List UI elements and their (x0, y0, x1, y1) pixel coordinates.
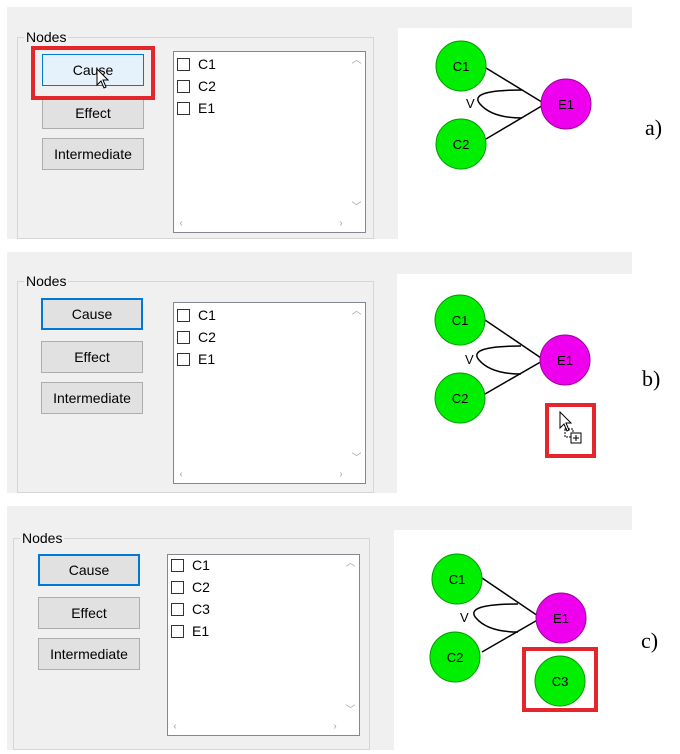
checkbox[interactable] (177, 352, 190, 366)
scroll-up-icon[interactable]: ︿ (351, 306, 362, 317)
checkbox[interactable] (171, 580, 184, 594)
scroll-up-icon[interactable]: ︿ (345, 558, 356, 569)
checkbox[interactable] (177, 308, 190, 322)
panel-caption: c) (641, 628, 659, 653)
scroll-down-icon[interactable]: ﹀ (345, 705, 356, 716)
list-item[interactable]: E1 (177, 98, 215, 118)
cause-button[interactable]: Cause (38, 554, 140, 586)
effect-button[interactable]: Effect (38, 597, 140, 629)
group-title: Nodes (24, 29, 69, 45)
graph-diagram: V C1 C2 E1 C3 (429, 553, 587, 707)
node-c3-label: C3 (552, 674, 569, 689)
node-c2-label: C2 (447, 650, 464, 665)
node-c3[interactable] (534, 655, 586, 707)
list-item[interactable]: C1 (177, 54, 216, 74)
horizontal-scrollbar[interactable]: ‹ › (174, 466, 348, 483)
node-c2[interactable] (429, 631, 481, 683)
list-item[interactable]: C3 (171, 599, 210, 619)
checkbox[interactable] (171, 602, 184, 616)
checkbox[interactable] (177, 79, 190, 93)
panel-c: Nodes Cause Effect Intermediate C1 C2 C3… (0, 504, 680, 750)
drag-copy-cursor-icon (559, 411, 582, 444)
checkbox[interactable] (171, 558, 184, 572)
list-item[interactable]: E1 (171, 621, 209, 641)
scroll-left-icon[interactable]: ‹ (179, 469, 183, 480)
node-c2-label: C2 (453, 137, 470, 152)
group-title: Nodes (24, 273, 69, 289)
intermediate-button[interactable]: Intermediate (42, 138, 144, 170)
constraint-label: V (465, 352, 474, 367)
graph-diagram: V C1 C2 E1 (434, 294, 591, 424)
node-c1[interactable] (431, 553, 483, 605)
graph-diagram: V C1 C2 E1 (435, 40, 592, 170)
graph-canvas[interactable] (394, 530, 632, 750)
checkbox[interactable] (171, 624, 184, 638)
node-c1[interactable] (434, 294, 486, 346)
list-item[interactable]: C2 (171, 577, 210, 597)
node-c1-label: C1 (453, 59, 470, 74)
cause-button[interactable]: Cause (41, 298, 143, 330)
scroll-right-icon[interactable]: › (333, 721, 337, 732)
panel-b: Nodes Cause Effect Intermediate C1 C2 E1… (0, 248, 680, 493)
node-e1[interactable] (539, 334, 591, 386)
highlight-box (31, 46, 155, 100)
panel-a: Nodes Cause Effect Intermediate C1 C2 E1… (0, 0, 680, 245)
nodes-listbox[interactable]: C1 C2 E1 ︿ ﹀ ‹ › (173, 302, 366, 484)
node-c1[interactable] (435, 40, 487, 92)
list-item[interactable]: C2 (177, 327, 216, 347)
vertical-scrollbar[interactable]: ︿ ﹀ (342, 555, 359, 718)
node-c2-label: C2 (452, 391, 469, 406)
panel-caption: a) (645, 115, 663, 140)
node-c2[interactable] (434, 372, 486, 424)
nodes-listbox[interactable]: C1 C2 C3 E1 ︿ ﹀ ‹ › (167, 554, 360, 736)
list-item[interactable]: C1 (171, 555, 210, 575)
checkbox[interactable] (177, 101, 190, 115)
node-e1[interactable] (535, 592, 587, 644)
list-item[interactable]: C1 (177, 305, 216, 325)
horizontal-scrollbar[interactable]: ‹ › (168, 718, 342, 735)
node-c2[interactable] (435, 118, 487, 170)
scroll-right-icon[interactable]: › (339, 218, 343, 229)
intermediate-button[interactable]: Intermediate (38, 638, 140, 670)
vertical-scrollbar[interactable]: ︿ ﹀ (348, 52, 365, 215)
scroll-down-icon[interactable]: ﹀ (351, 202, 362, 213)
node-c1-label: C1 (449, 572, 466, 587)
node-e1-label: E1 (557, 353, 573, 368)
effect-button[interactable]: Effect (42, 97, 144, 129)
vertical-scrollbar[interactable]: ︿ ﹀ (348, 303, 365, 466)
panel-caption: b) (642, 366, 661, 391)
node-e1[interactable] (540, 78, 592, 130)
list-item[interactable]: E1 (177, 349, 215, 369)
checkbox[interactable] (177, 57, 190, 71)
group-title: Nodes (20, 530, 65, 546)
highlight-box (545, 403, 596, 458)
constraint-label: V (466, 96, 475, 111)
node-e1-label: E1 (558, 97, 574, 112)
node-e1-label: E1 (553, 611, 569, 626)
arrow-cursor-icon (96, 68, 110, 89)
list-item[interactable]: C2 (177, 76, 216, 96)
nodes-listbox[interactable]: C1 C2 E1 ︿ ﹀ ‹ › (173, 51, 366, 233)
constraint-label: V (460, 610, 469, 625)
scroll-left-icon[interactable]: ‹ (173, 721, 177, 732)
checkbox[interactable] (177, 330, 190, 344)
effect-button[interactable]: Effect (41, 341, 143, 373)
scroll-down-icon[interactable]: ﹀ (351, 453, 362, 464)
scroll-right-icon[interactable]: › (339, 469, 343, 480)
intermediate-button[interactable]: Intermediate (41, 382, 143, 414)
scroll-left-icon[interactable]: ‹ (179, 218, 183, 229)
scroll-up-icon[interactable]: ︿ (351, 55, 362, 66)
cause-button[interactable]: Cause (42, 54, 144, 86)
node-c1-label: C1 (452, 313, 469, 328)
highlight-box (522, 647, 598, 712)
horizontal-scrollbar[interactable]: ‹ › (174, 215, 348, 232)
